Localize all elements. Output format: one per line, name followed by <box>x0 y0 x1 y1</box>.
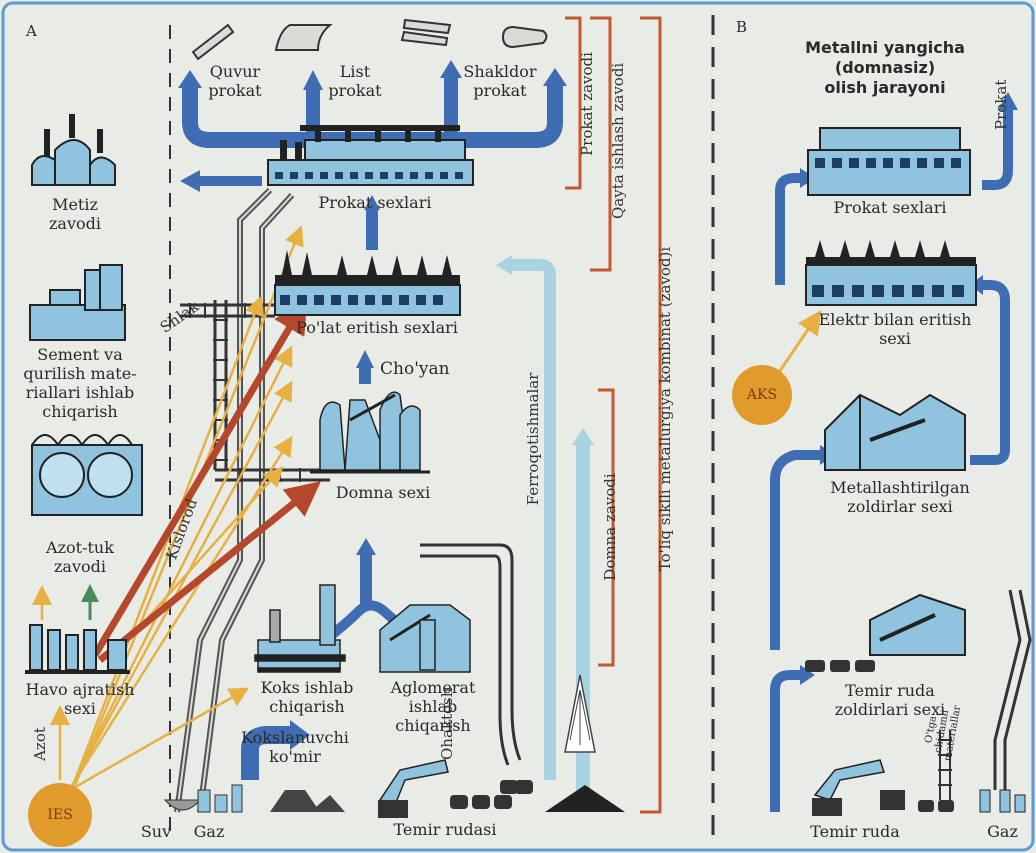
profile-icon <box>400 18 452 47</box>
metiz-building <box>31 114 116 186</box>
pipe-icon <box>191 23 235 61</box>
bracket-qayta <box>590 16 612 272</box>
azot-tuk-building <box>31 434 143 516</box>
bracket-toliq <box>640 16 662 814</box>
b-zoldir-building <box>869 593 966 656</box>
bracket-prokat-zavodi <box>565 16 582 190</box>
b-metall-building <box>824 393 966 471</box>
label-quvur: Quvur prokat <box>208 62 262 100</box>
aglomerat-building <box>379 604 471 673</box>
b-wagons <box>805 660 875 672</box>
label-sement: Sement va qurilish mate- riallari ishlab… <box>23 345 137 421</box>
label-b-elektr: Elektr bilan eritish sexi <box>818 310 972 348</box>
b-ruda-items <box>812 759 1026 816</box>
label-bracket-toliq: To'liq siklli metallurgiya kombinat (zav… <box>656 246 674 572</box>
label-azot-tuk: Azot-tuk zavodi <box>46 538 114 576</box>
sement-building <box>29 264 126 341</box>
polat-building <box>274 250 461 316</box>
label-gaz: Gaz <box>193 822 225 841</box>
label-suv: Suv <box>140 822 172 841</box>
label-bracket-prokat: Prokat zavodi <box>578 52 596 156</box>
tube-icon <box>501 25 548 49</box>
rail-ohaktosh <box>420 543 522 766</box>
label-ohaktosh: Ohaktosh <box>438 687 456 760</box>
label-bracket-qayta: Qayta ishlash zavodi <box>609 62 627 219</box>
label-bracket-domna: Domna zavodi <box>601 473 619 581</box>
b-title: Metallni yangicha (domnasiz) olish jaray… <box>805 38 965 97</box>
product-icons <box>191 18 548 61</box>
brackets <box>565 16 662 814</box>
label-aks: AKS <box>746 387 778 403</box>
label-havo: Havo ajratish sexi <box>25 680 135 718</box>
ruda-items <box>163 674 625 818</box>
label-list: List prokat <box>328 62 382 100</box>
prokat-sexlari-building <box>267 125 474 186</box>
label-azot: Azot <box>31 727 49 761</box>
sheet-icon <box>274 24 333 51</box>
aks-sun <box>732 365 792 425</box>
b-prokat-building <box>807 127 971 196</box>
label-prokat-sexlari: Prokat sexlari <box>318 193 432 212</box>
label-domna-sexi: Domna sexi <box>335 483 431 502</box>
label-choyan: Cho'yan <box>380 359 450 379</box>
label-ies: IES <box>47 807 73 823</box>
label-b-prokat: Prokat <box>992 79 1010 130</box>
label-temir-rudasi: Temir rudasi <box>393 820 497 839</box>
label-b-temir-ruda: Temir ruda <box>810 822 900 841</box>
label-metiz: Metiz zavodi <box>49 195 101 233</box>
panel-a-letter: A <box>26 22 37 40</box>
coal-heap <box>545 785 625 812</box>
oxygen-arrows <box>91 297 321 663</box>
bracket-domna <box>598 388 615 667</box>
label-b-prokat-sexlari: Prokat sexlari <box>833 198 947 217</box>
gas-icon <box>197 789 211 813</box>
label-b-metall: Metallashtirilgan zoldirlar sexi <box>830 478 970 516</box>
b-elektr-building <box>805 240 977 306</box>
b-rail <box>993 589 1032 790</box>
label-b-gaz: Gaz <box>987 822 1018 841</box>
b-arrows <box>770 110 1013 812</box>
domna-building <box>310 391 430 474</box>
label-b-zoldir: Temir ruda zoldirlari sexi <box>834 681 946 719</box>
havo-building <box>25 624 130 674</box>
ferro-arrow <box>512 259 556 780</box>
label-koks: Koks ishlab chiqarish <box>260 678 354 716</box>
label-kokslanuvchi: Kokslanuvchi ko'mir <box>241 728 349 766</box>
ies-sun <box>28 783 92 847</box>
label-polat: Po'lat eritish sexlari <box>296 318 458 337</box>
koks-building <box>254 584 346 673</box>
panel-b-letter: B <box>736 18 748 36</box>
label-ferro: Ferroqotishmalar <box>524 372 542 506</box>
label-aglomerat: Aglomerat ishlab chiqarish <box>390 678 476 735</box>
label-shakldor: Shakldor prokat <box>463 62 537 100</box>
